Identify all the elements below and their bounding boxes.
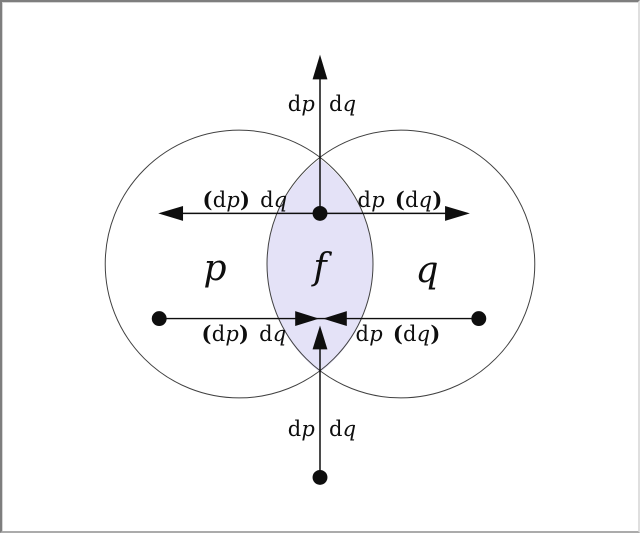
bottom-dot	[312, 469, 328, 485]
region-label-f: f	[313, 247, 327, 288]
lower-left-arrow-label: (dp) dq	[202, 323, 287, 345]
region-label-p: p	[203, 248, 227, 289]
dp-token: dp	[287, 92, 315, 116]
lower-left-dot	[151, 311, 167, 327]
lower-right-dot	[471, 311, 487, 327]
dq-token: dq	[329, 92, 357, 116]
circle-q	[266, 129, 536, 399]
upper-right-arrow-label: dp (dq)	[358, 189, 443, 211]
dq-token: dq	[260, 188, 288, 212]
top-arrowhead-icon	[312, 54, 328, 80]
dp-token: dp	[355, 322, 383, 346]
upper-left-arrow-label: (dp) dq	[203, 189, 288, 211]
inward-left-arrowhead-icon	[322, 311, 347, 327]
dq-token: dq	[329, 417, 357, 441]
lower-right-arrow-label: dp (dq)	[356, 323, 441, 345]
bottom-arrowhead-icon	[312, 325, 328, 350]
upper-right-arrowhead-icon	[445, 205, 470, 221]
inward-right-arrowhead-icon	[295, 311, 320, 327]
dp-parenthesized-token: (dp)	[201, 321, 250, 346]
dp-token: dp	[357, 188, 385, 212]
dq-token: dq	[259, 322, 287, 346]
circle-p	[104, 129, 374, 399]
upper-left-arrowhead-icon	[158, 205, 184, 221]
dq-parenthesized-token: (dq)	[394, 187, 443, 212]
dp-token: dp	[287, 417, 315, 441]
dp-parenthesized-token: (dp)	[202, 187, 251, 212]
dq-parenthesized-token: (dq)	[392, 321, 441, 346]
region-label-q: q	[415, 250, 439, 291]
